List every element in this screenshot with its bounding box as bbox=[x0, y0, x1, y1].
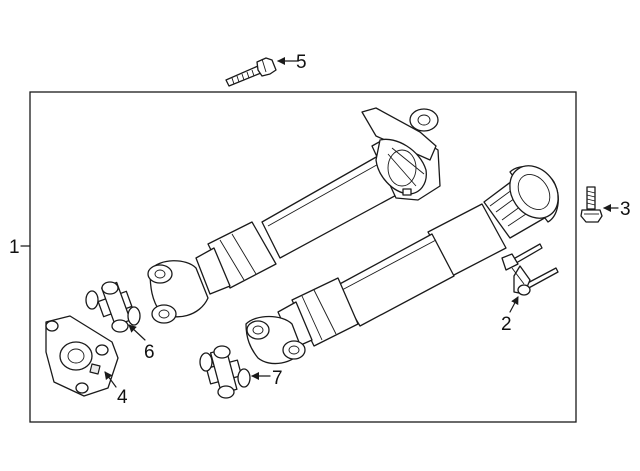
callout-5: 5 bbox=[296, 52, 307, 73]
callout-6: 6 bbox=[144, 342, 155, 363]
part-2-bracket bbox=[501, 243, 559, 296]
front-driveshaft bbox=[147, 107, 441, 324]
callout-1: 1 bbox=[9, 237, 20, 258]
part-6-universal-joint bbox=[85, 281, 141, 333]
callout-4: 4 bbox=[117, 387, 128, 408]
callout-2: 2 bbox=[501, 314, 512, 335]
leader-4 bbox=[104, 371, 117, 388]
part-7-universal-joint bbox=[199, 345, 251, 399]
assembly-frame bbox=[29, 91, 577, 423]
callout-3: 3 bbox=[620, 199, 631, 220]
part-4-flange bbox=[45, 315, 119, 397]
rear-driveshaft bbox=[245, 165, 559, 365]
part-5-bolt bbox=[225, 57, 277, 87]
callout-7: 7 bbox=[272, 368, 283, 389]
part-3-bolt bbox=[580, 186, 603, 223]
leader-6 bbox=[128, 324, 146, 341]
leader-2 bbox=[509, 296, 519, 313]
